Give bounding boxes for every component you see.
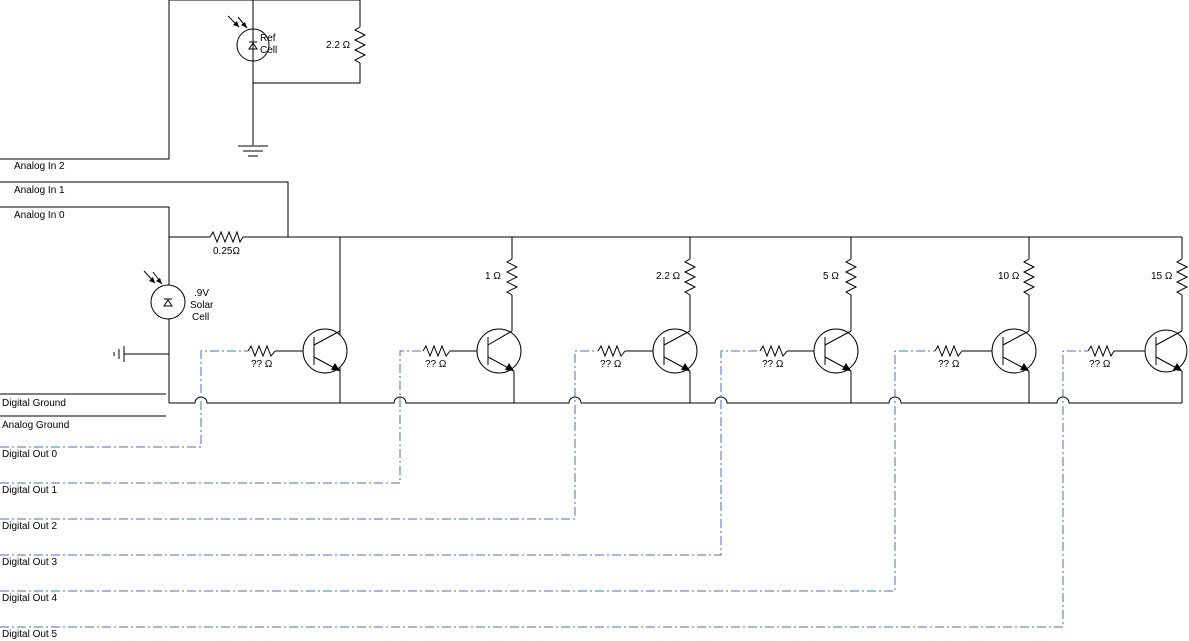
load-resistor-symbol <box>505 258 519 296</box>
analog-in-2-label: Analog In 2 <box>14 161 65 172</box>
ref-cell-resistor-label: 2.2 Ω <box>326 40 351 51</box>
load-resistor-symbol <box>1022 258 1036 296</box>
base-resistor-symbol <box>422 344 477 358</box>
ground-rails: Digital Ground Analog Ground <box>0 393 166 431</box>
npn-transistor-symbol <box>652 328 698 374</box>
load-resistor-label: 10 Ω <box>998 271 1020 282</box>
emitter-bus <box>169 396 1182 404</box>
base-resistor-label: ?? Ω <box>251 359 273 370</box>
ref-cell-label-line2: Cell <box>260 45 277 56</box>
ref-photodiode-symbol <box>227 15 270 62</box>
digital-out-label: Digital Out 1 <box>2 485 57 496</box>
digital-ground-label: Digital Ground <box>2 398 66 409</box>
digital-out-label: Digital Out 5 <box>2 629 57 640</box>
shunt-resistor-label: 0.25Ω <box>213 246 240 257</box>
load-resistor-label: 5 Ω <box>823 271 839 282</box>
digital-out-label: Digital Out 3 <box>2 557 57 568</box>
digital-out-label: Digital Out 2 <box>2 521 57 532</box>
load-resistor-symbol <box>844 258 858 296</box>
npn-transistor-symbol <box>813 328 859 374</box>
base-resistor-label: ?? Ω <box>425 359 447 370</box>
analog-input-lines: Analog In 2 Analog In 1 Analog In 0 <box>0 161 289 403</box>
shunt-resistor-symbol <box>209 230 244 244</box>
ref-cell-label-line1: Ref <box>260 33 276 44</box>
stage-0: ?? Ω Digital Out 0 <box>0 237 348 460</box>
base-resistor-symbol <box>247 344 303 358</box>
chassis-ground-symbol <box>113 346 169 362</box>
solar-cell-label-line2: Solar <box>190 300 214 311</box>
ground-symbol <box>238 145 268 157</box>
base-resistor-symbol <box>934 344 992 358</box>
load-resistor-symbol <box>683 258 697 296</box>
stage-1: 1 Ω ?? Ω Digital Out 1 <box>0 237 522 496</box>
analog-in-0-label: Analog In 0 <box>14 210 65 221</box>
base-resistor-symbol <box>597 344 653 358</box>
stage-4: 10 Ω ?? Ω Digital Out 4 <box>0 237 1037 604</box>
analog-ground-label: Analog Ground <box>2 420 69 431</box>
load-resistor-label: 15 Ω <box>1151 271 1173 282</box>
stage-2: 2.2 Ω ?? Ω Digital Out 2 <box>0 237 698 532</box>
npn-transistor-symbol <box>1144 329 1188 373</box>
base-resistor-label: ?? Ω <box>762 359 784 370</box>
load-resistor-label: 1 Ω <box>485 271 501 282</box>
base-resistor-label: ?? Ω <box>1089 359 1111 370</box>
ref-cell-resistor-symbol <box>353 26 367 64</box>
digital-out-label: Digital Out 4 <box>2 593 57 604</box>
base-resistor-symbol <box>759 344 814 358</box>
ref-cell-circuit: Ref Cell 2.2 Ω <box>0 0 367 160</box>
analog-in-1-label: Analog In 1 <box>14 185 65 196</box>
digital-out-label: Digital Out 0 <box>2 449 57 460</box>
base-resistor-symbol <box>1087 344 1145 358</box>
base-resistor-label: ?? Ω <box>600 359 622 370</box>
npn-transistor-symbol <box>302 328 348 374</box>
base-resistor-label: ?? Ω <box>938 359 960 370</box>
solar-cell-label-line3: Cell <box>192 312 209 323</box>
stage-3: 5 Ω ?? Ω Digital Out 3 <box>0 237 859 568</box>
load-resistor-symbol <box>1175 258 1189 296</box>
solar-cell-circuit: 0.25Ω .9V Solar Cell <box>113 230 1182 362</box>
load-resistor-label: 2.2 Ω <box>656 271 681 282</box>
npn-transistor-symbol <box>991 328 1037 374</box>
npn-transistor-symbol <box>476 328 522 374</box>
solar-photodiode-symbol <box>143 270 186 320</box>
stage-5: 15 Ω ?? Ω Digital Out 5 <box>0 237 1189 640</box>
solar-cell-label-line1: .9V <box>194 288 209 299</box>
